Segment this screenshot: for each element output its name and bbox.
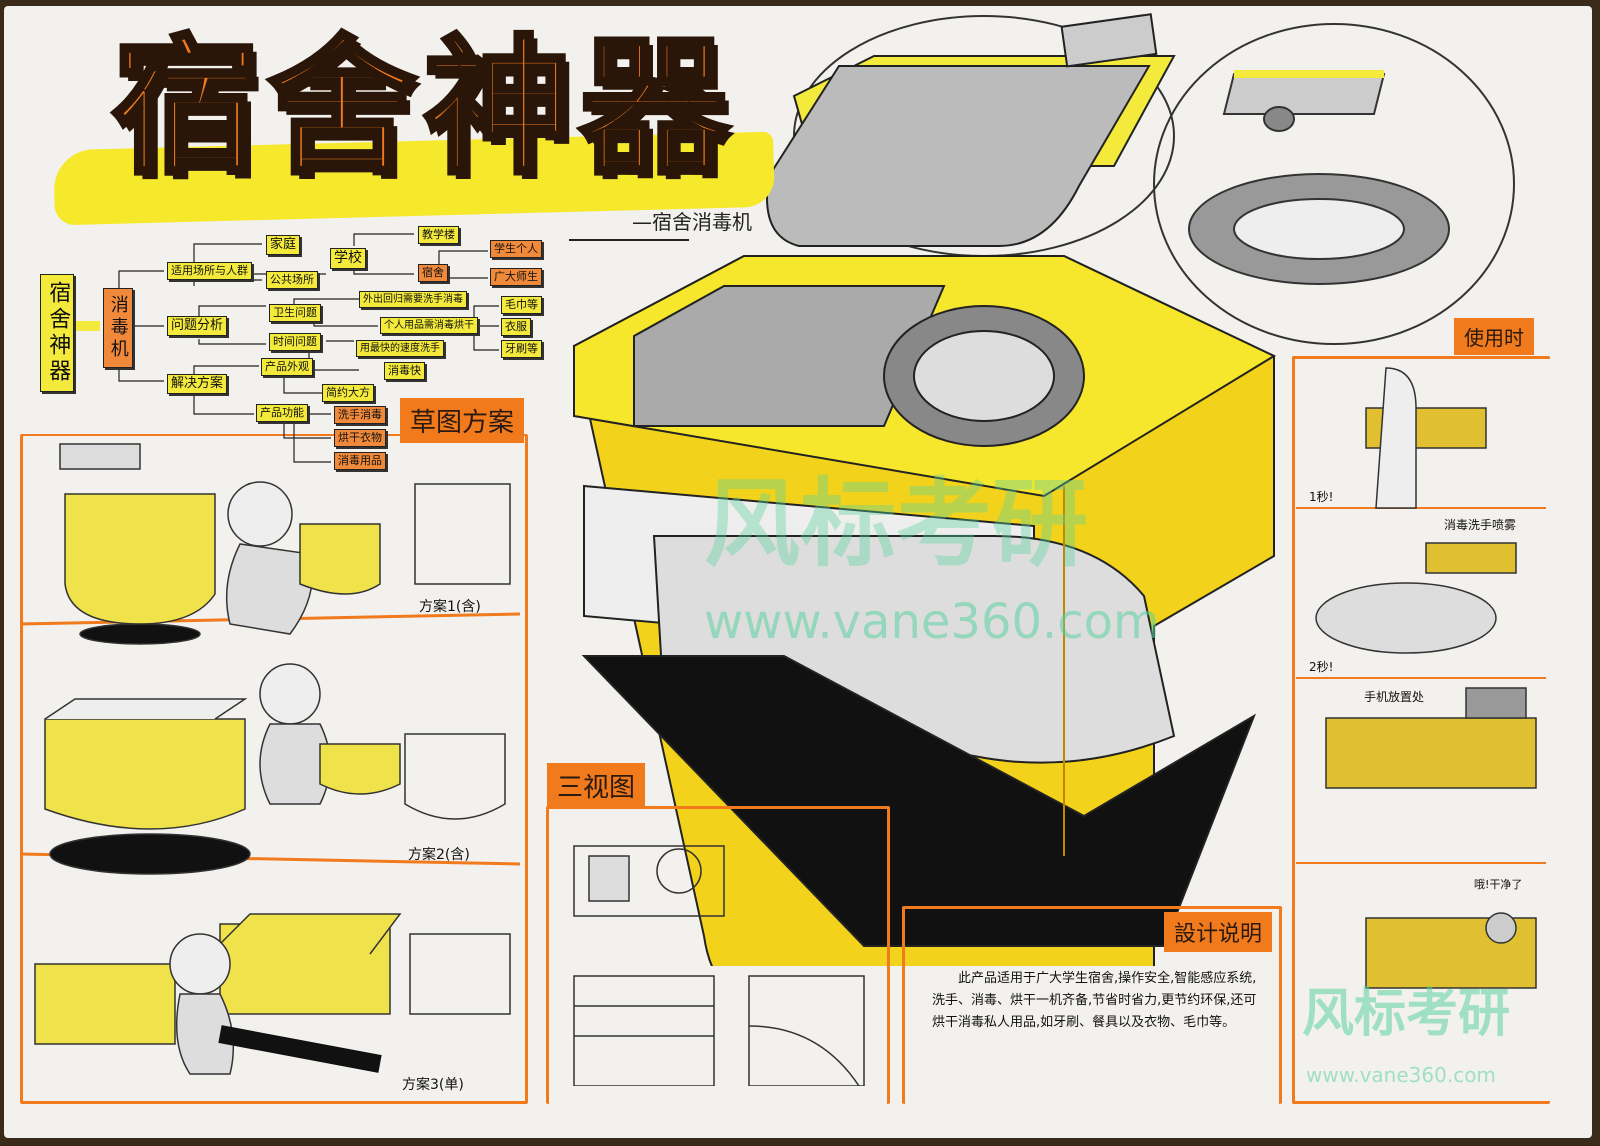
watermark-brand-small: 风标考研	[1302, 984, 1511, 1044]
mindmap-node: 卫生问题	[269, 304, 321, 323]
section-label-views: 三视图	[547, 763, 646, 808]
mindmap-node: 衣服	[501, 318, 531, 337]
mindmap-root: 宿舍神器	[40, 274, 75, 392]
mindmap-node: 学校	[330, 248, 366, 270]
usage-step-label: 手机放置处	[1364, 690, 1425, 704]
mindmap-node: 教学楼	[418, 226, 459, 245]
mindmap-branch: 问题分析	[167, 316, 228, 337]
sketch-panel	[20, 434, 528, 1104]
mindmap-branch: 解决方案	[167, 374, 228, 395]
section-label-sketch: 草图方案	[400, 398, 525, 443]
views-panel	[546, 806, 890, 1104]
sketch-caption: 方案2(含)	[408, 847, 470, 863]
watermark-url: www.vane360.com	[704, 594, 1160, 650]
sketch-drawings	[20, 443, 521, 1075]
usage-drawings	[1296, 367, 1546, 989]
mindmap-node: 产品外观	[261, 358, 313, 377]
mindmap-node: 用最快的速度洗手	[356, 340, 444, 357]
mindmap-node: 外出回归需要洗手消毒	[359, 291, 467, 308]
mindmap-node: 毛巾等	[501, 296, 542, 315]
mindmap-node: 公共场所	[266, 271, 318, 290]
usage-step-label: 哦!干净了	[1474, 878, 1523, 891]
mindmap-branch: 适用场所与人群	[167, 262, 252, 281]
poster: 宿舍神器 —宿舍消毒机 宿舍神器 消毒机 适用场所与人群 问题分析 解决方案 家…	[4, 6, 1592, 1138]
mindmap-node: 简约大方	[322, 384, 374, 403]
mindmap-node: 学生个人	[490, 240, 542, 259]
mindmap-node: 个人用品需消毒烘干	[380, 317, 478, 334]
usage-panel	[1292, 356, 1550, 1104]
mindmap-node: 宿舍	[418, 264, 448, 283]
poster-subtitle: —宿舍消毒机	[632, 210, 752, 234]
section-label-usage: 使用时	[1454, 318, 1534, 355]
mindmap-node: 烘干衣物	[334, 429, 386, 448]
subtitle-underline	[569, 239, 689, 241]
design-notes-panel	[902, 906, 1282, 1104]
mindmap-node: 家庭	[266, 235, 301, 256]
three-view-drawings	[573, 845, 865, 1086]
poster-title: 宿舍神器	[110, 22, 736, 194]
design-description: 此产品适用于广大学生宿舍,操作安全,智能感应系统,洗手、消毒、烘干一机齐备,节省…	[932, 971, 1257, 1030]
mindmap-node: 产品功能	[256, 404, 308, 423]
mindmap-node: 消毒快	[384, 362, 425, 381]
watermark-brand: 风标考研	[704, 468, 1088, 580]
usage-step-label: 1秒!	[1309, 490, 1334, 504]
mindmap-center: 消毒机	[103, 288, 133, 368]
detail-circle	[1153, 23, 1515, 345]
product-render	[572, 13, 1277, 966]
section-label-design-notes: 設计说明	[1164, 912, 1273, 952]
sketch-caption: 方案3(单)	[402, 1077, 464, 1093]
sketch-caption: 方案1(含)	[419, 599, 481, 615]
mindmap-node: 广大师生	[490, 268, 542, 287]
watermark-url-small: www.vane360.com	[1306, 1063, 1496, 1087]
mindmap-node: 时间问题	[269, 333, 321, 352]
usage-step-label: 2秒!	[1309, 660, 1334, 674]
mindmap-node: 洗手消毒	[334, 406, 386, 425]
mindmap-node: 牙刷等	[501, 340, 542, 359]
mindmap-node: 消毒用品	[334, 452, 386, 471]
usage-step-label: 消毒洗手喷雾	[1444, 518, 1517, 532]
